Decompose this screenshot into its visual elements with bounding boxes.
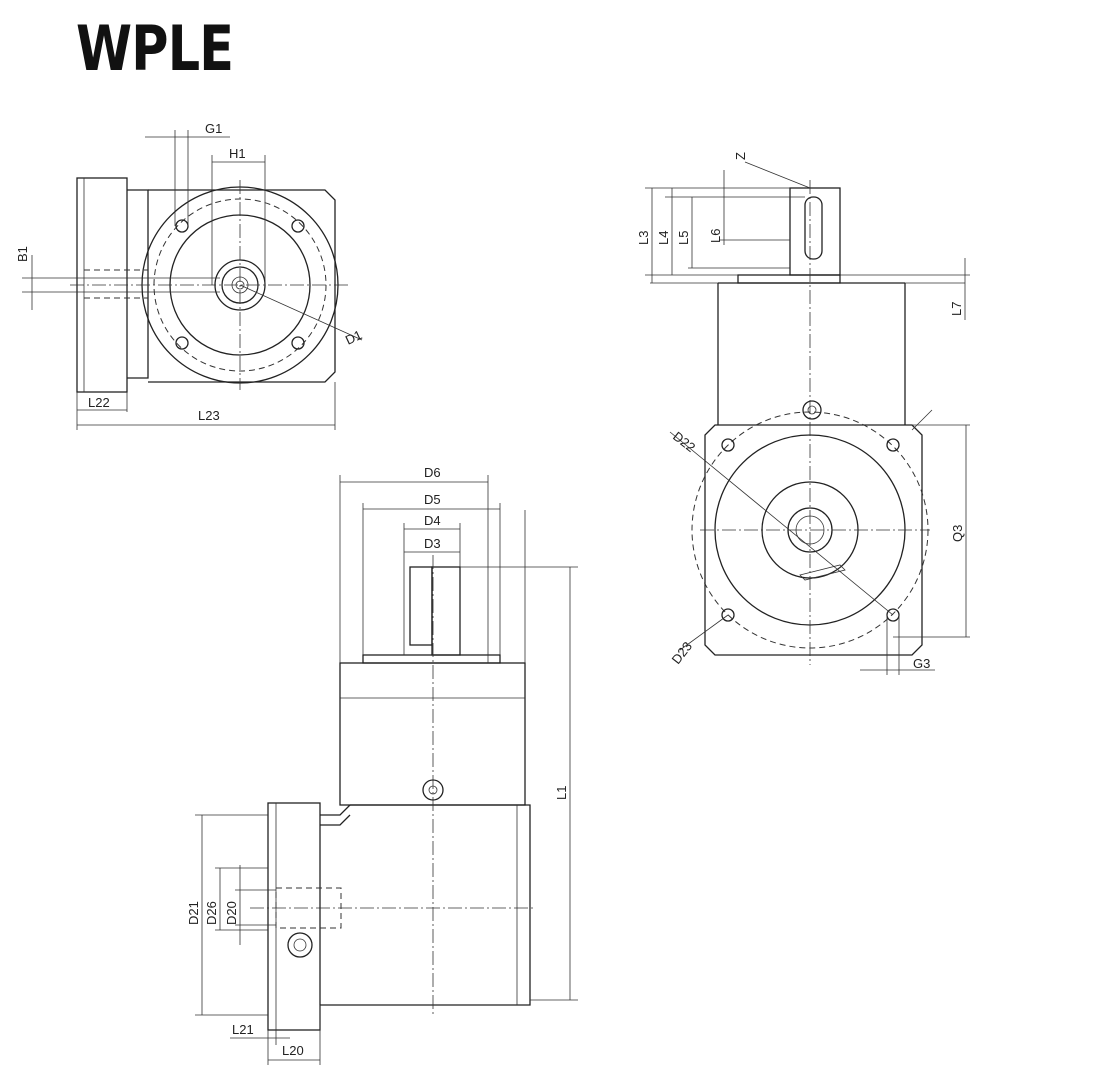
dim-d22: D22: [670, 429, 698, 456]
dim-l23: L23: [198, 408, 220, 423]
dim-l3: L3: [636, 231, 651, 245]
dim-d4: D4: [424, 513, 441, 528]
dim-l22: L22: [88, 395, 110, 410]
dim-l4: L4: [656, 231, 671, 245]
end-view: G1 H1 B1 D1 L22 L23: [15, 121, 364, 430]
dim-d5: D5: [424, 492, 441, 507]
dim-d23: D23: [669, 639, 696, 667]
model-title: WPLE: [76, 12, 234, 85]
dim-l5: L5: [676, 231, 691, 245]
dim-l6: L6: [708, 229, 723, 243]
dim-g1: G1: [205, 121, 222, 136]
dim-d26: D26: [204, 901, 219, 925]
dim-l21: L21: [232, 1022, 254, 1037]
dim-z: Z: [733, 152, 748, 160]
dim-d20: D20: [224, 901, 239, 925]
dim-d3: D3: [424, 536, 441, 551]
dim-d21: D21: [186, 901, 201, 925]
dim-d1: D1: [343, 327, 364, 348]
dim-h1: H1: [229, 146, 246, 161]
side-front-view: Z L3 L4 L5 L6 L7 Q3 D22 D23 G3: [636, 152, 970, 675]
dim-b1: B1: [15, 246, 30, 262]
dim-g3: G3: [913, 656, 930, 671]
dim-q3: Q3: [950, 525, 965, 542]
elevation-view: D6 D5 D4 D3 L1 D21 D26 D20 L21 L20: [186, 465, 578, 1065]
dim-l7: L7: [949, 302, 964, 316]
dim-l20: L20: [282, 1043, 304, 1058]
dim-l1: L1: [554, 786, 569, 800]
dim-d6: D6: [424, 465, 441, 480]
